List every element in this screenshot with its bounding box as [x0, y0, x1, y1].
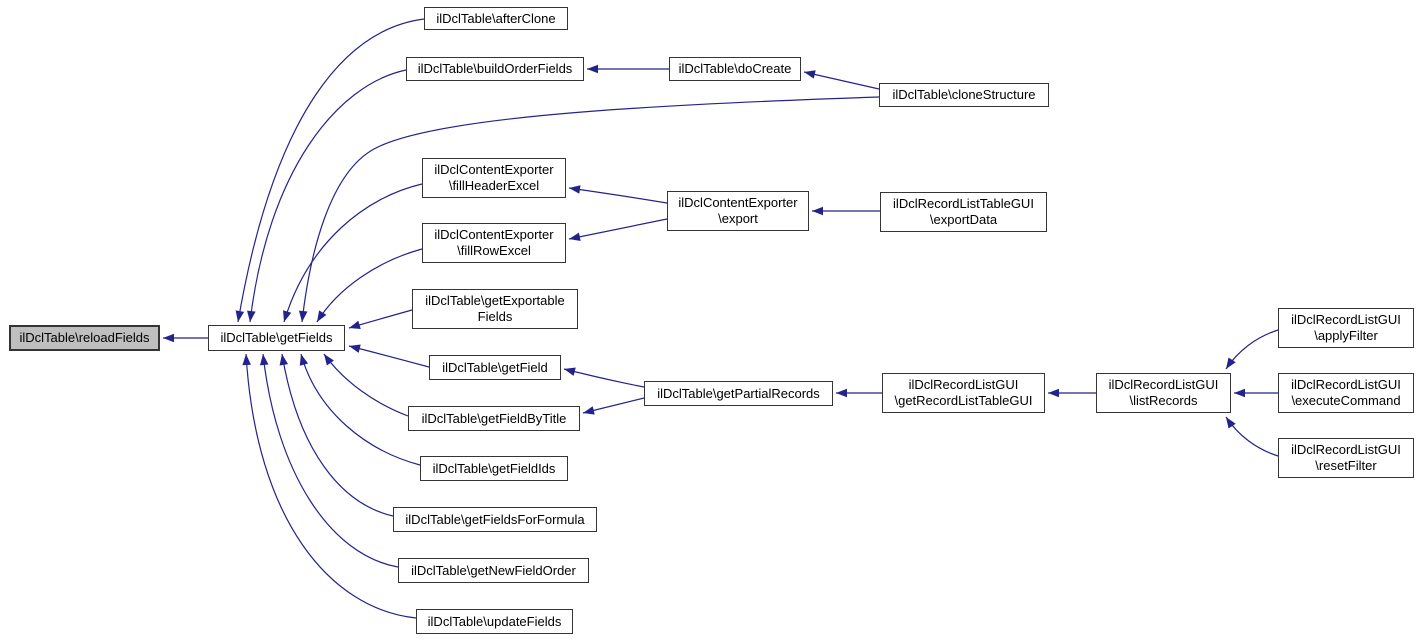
edge-applyFilter-to-listRecords [1225, 329, 1279, 370]
graph-node-fillHeaderExcel[interactable]: ilDclContentExporter\fillHeaderExcel [422, 158, 566, 198]
edge-fillRowExcel-to-getFields [316, 248, 423, 323]
graph-node-getPartialRecords[interactable]: ilDclTable\getPartialRecords [644, 381, 833, 406]
graph-node-getFieldsForFormula[interactable]: ilDclTable\getFieldsForFormula [393, 507, 597, 532]
graph-node-doCreate[interactable]: ilDclTable\doCreate [669, 57, 801, 81]
edge-getNewFieldOrder-to-getFields [259, 353, 399, 568]
graph-node-executeCommand[interactable]: ilDclRecordListGUI\executeCommand [1278, 373, 1414, 413]
graph-node-resetFilter[interactable]: ilDclRecordListGUI\resetFilter [1278, 438, 1414, 478]
node-label: ilDclRecordListTableGUI [893, 196, 1034, 211]
node-label: \getRecordListTableGUI [894, 393, 1033, 408]
graph-node-listRecords[interactable]: ilDclRecordListGUI\listRecords [1096, 373, 1231, 413]
node-label: ilDclTable\getExportable [425, 293, 565, 308]
graph-node-getRecordListTableGUI[interactable]: ilDclRecordListGUI\getRecordListTableGUI [882, 373, 1045, 413]
edge-resetFilter-to-listRecords [1225, 416, 1279, 457]
node-label: ilDclTable\getFieldIds [432, 460, 556, 476]
edge-getField-to-getFields [348, 344, 430, 368]
node-label: ilDclRecordListGUI [1291, 312, 1401, 327]
node-label: ilDclContentExporter [434, 227, 554, 242]
graph-node-afterClone[interactable]: ilDclTable\afterClone [424, 7, 568, 30]
node-label: \export [718, 211, 758, 226]
edge-export-to-fillRowExcel [568, 218, 668, 242]
edge-getPartialRecords-to-getFieldByTitle [582, 397, 645, 415]
edge-cloneStructure-to-doCreate [803, 70, 880, 90]
node-label: ilDclTable\afterClone [436, 10, 556, 26]
graph-node-exportData[interactable]: ilDclRecordListTableGUI\exportData [880, 192, 1047, 232]
node-label: ilDclContentExporter [678, 195, 798, 210]
edge-group [163, 18, 1279, 619]
edge-export-to-fillHeaderExcel [568, 185, 668, 204]
graph-node-getFieldByTitle[interactable]: ilDclTable\getFieldByTitle [408, 406, 580, 431]
graph-node-getNewFieldOrder[interactable]: ilDclTable\getNewFieldOrder [398, 558, 589, 583]
node-label: \listRecords [1129, 393, 1198, 408]
node-label: \exportData [929, 212, 998, 227]
node-label: Fields [477, 309, 513, 324]
node-label: ilDclTable\getField [442, 359, 548, 375]
graph-node-buildOrderFields[interactable]: ilDclTable\buildOrderFields [406, 57, 584, 81]
node-label: ilDclTable\doCreate [678, 61, 792, 76]
node-label: \applyFilter [1314, 328, 1378, 343]
node-label: ilDclTable\reloadFields [19, 330, 150, 345]
graph-node-updateFields[interactable]: ilDclTable\updateFields [416, 609, 573, 634]
graph-node-reloadFields[interactable]: ilDclTable\reloadFields [9, 325, 160, 351]
edge-getFieldByTitle-to-getFields [323, 353, 409, 417]
node-label: ilDclTable\updateFields [427, 613, 562, 629]
edge-afterClone-to-getFields [235, 18, 425, 323]
node-label: ilDclTable\getFieldsForFormula [405, 511, 585, 527]
node-label: \executeCommand [1291, 393, 1401, 408]
node-label: ilDclTable\cloneStructure [892, 87, 1036, 102]
node-label: \resetFilter [1315, 458, 1377, 473]
edge-cloneStructure-to-getFields [298, 96, 880, 323]
edge-updateFields-to-getFields [242, 353, 417, 619]
edge-fillHeaderExcel-to-getFields [283, 183, 423, 323]
graph-node-applyFilter[interactable]: ilDclRecordListGUI\applyFilter [1278, 308, 1414, 348]
node-label: ilDclContentExporter [434, 162, 554, 177]
edge-getPartialRecords-to-getField [563, 367, 645, 388]
graph-node-getField[interactable]: ilDclTable\getField [429, 355, 561, 380]
node-label: ilDclRecordListGUI [908, 377, 1019, 392]
node-label: ilDclRecordListGUI [1291, 377, 1401, 392]
graph-node-getFields[interactable]: ilDclTable\getFields [208, 325, 345, 351]
node-label: \fillHeaderExcel [448, 178, 540, 193]
node-label: \fillRowExcel [457, 243, 531, 258]
edge-getFieldIds-to-getFields [299, 353, 421, 466]
edge-getExportableFields-to-getFields [348, 309, 413, 329]
edge-getFieldsForFormula-to-getFields [279, 353, 394, 517]
node-label: ilDclTable\getFieldByTitle [421, 410, 567, 426]
graph-node-cloneStructure[interactable]: ilDclTable\cloneStructure [879, 83, 1049, 107]
node-label: ilDclTable\getFields [220, 330, 333, 345]
node-label: ilDclRecordListGUI [1291, 442, 1401, 457]
edge-buildOrderFields-to-getFields [247, 69, 407, 323]
node-label: ilDclTable\getPartialRecords [657, 385, 820, 401]
node-label: ilDclRecordListGUI [1108, 377, 1219, 392]
graph-node-export[interactable]: ilDclContentExporter\export [667, 191, 809, 231]
node-label: ilDclTable\buildOrderFields [417, 61, 573, 76]
node-label: ilDclTable\getNewFieldOrder [411, 562, 576, 578]
graph-node-getFieldIds[interactable]: ilDclTable\getFieldIds [420, 456, 568, 481]
graph-node-fillRowExcel[interactable]: ilDclContentExporter\fillRowExcel [422, 223, 566, 263]
